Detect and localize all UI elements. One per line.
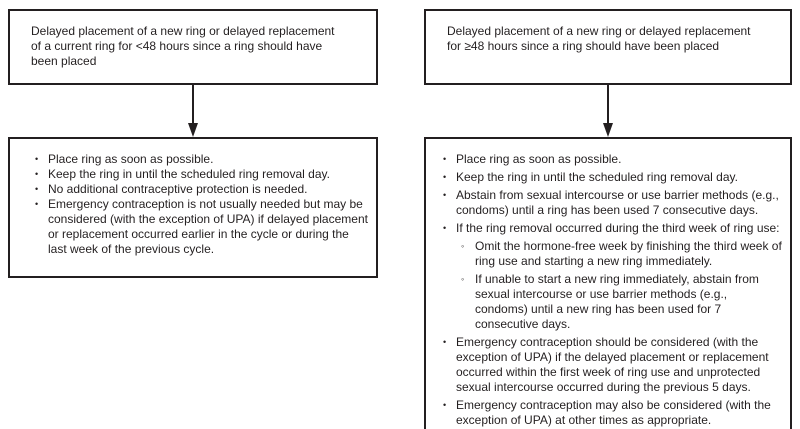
- down-arrow-icon: [188, 85, 198, 137]
- list-item-text: Abstain from sexual intercourse or use b…: [456, 188, 779, 217]
- recommendations-list: Place ring as soon as possible.Keep the …: [32, 152, 368, 257]
- list-item-text: If unable to start a new ring immediatel…: [475, 272, 759, 331]
- list-item: Emergency contraception may also be cons…: [440, 398, 782, 428]
- condition-box-less-than-48h: Delayed placement of a new ring or delay…: [8, 9, 378, 85]
- condition-text: Delayed placement of a new ring or delay…: [447, 24, 751, 53]
- list-item: Abstain from sexual intercourse or use b…: [440, 188, 782, 218]
- list-item-text: Emergency contraception should be consid…: [456, 335, 769, 394]
- list-item: If the ring removal occurred during the …: [440, 221, 782, 332]
- list-item-text: Keep the ring in until the scheduled rin…: [48, 167, 330, 181]
- recommendations-box-48h-or-more: Place ring as soon as possible. Keep the …: [424, 137, 792, 429]
- list-item: Place ring as soon as possible.: [440, 152, 782, 167]
- condition-box-48h-or-more: Delayed placement of a new ring or delay…: [424, 9, 792, 85]
- list-item-text: No additional contraceptive protection i…: [48, 182, 308, 196]
- list-item: Emergency contraception should be consid…: [440, 335, 782, 395]
- flow-connector: [424, 85, 792, 137]
- list-item: Place ring as soon as possible.: [32, 152, 368, 167]
- list-item-text: Place ring as soon as possible.: [48, 152, 214, 166]
- list-item: Keep the ring in until the scheduled rin…: [32, 167, 368, 182]
- list-item-text: Keep the ring in until the scheduled rin…: [456, 170, 738, 184]
- sub-list: Omit the hormone-free week by finishing …: [459, 239, 782, 332]
- recommendations-list: Place ring as soon as possible. Keep the …: [440, 152, 782, 428]
- sub-list-item: Omit the hormone-free week by finishing …: [459, 239, 782, 269]
- list-item: Emergency contraception is not usually n…: [32, 197, 368, 257]
- list-item-text: Omit the hormone-free week by finishing …: [475, 239, 782, 268]
- list-item: Keep the ring in until the scheduled rin…: [440, 170, 782, 185]
- flow-connector: [8, 85, 378, 137]
- list-item-text: Place ring as soon as possible.: [456, 152, 622, 166]
- sub-list-item: If unable to start a new ring immediatel…: [459, 272, 782, 332]
- list-item-text: If the ring removal occurred during the …: [456, 221, 780, 235]
- list-item: No additional contraceptive protection i…: [32, 182, 368, 197]
- flowchart-column-left: Delayed placement of a new ring or delay…: [8, 9, 378, 278]
- down-arrow-icon: [603, 85, 613, 137]
- flowchart-column-right: Delayed placement of a new ring or delay…: [424, 9, 792, 429]
- recommendations-box-less-than-48h: Place ring as soon as possible.Keep the …: [8, 137, 378, 278]
- list-item-text: Emergency contraception may also be cons…: [456, 398, 771, 427]
- list-item-text: Emergency contraception is not usually n…: [48, 197, 368, 256]
- condition-text: Delayed placement of a new ring or delay…: [31, 24, 335, 68]
